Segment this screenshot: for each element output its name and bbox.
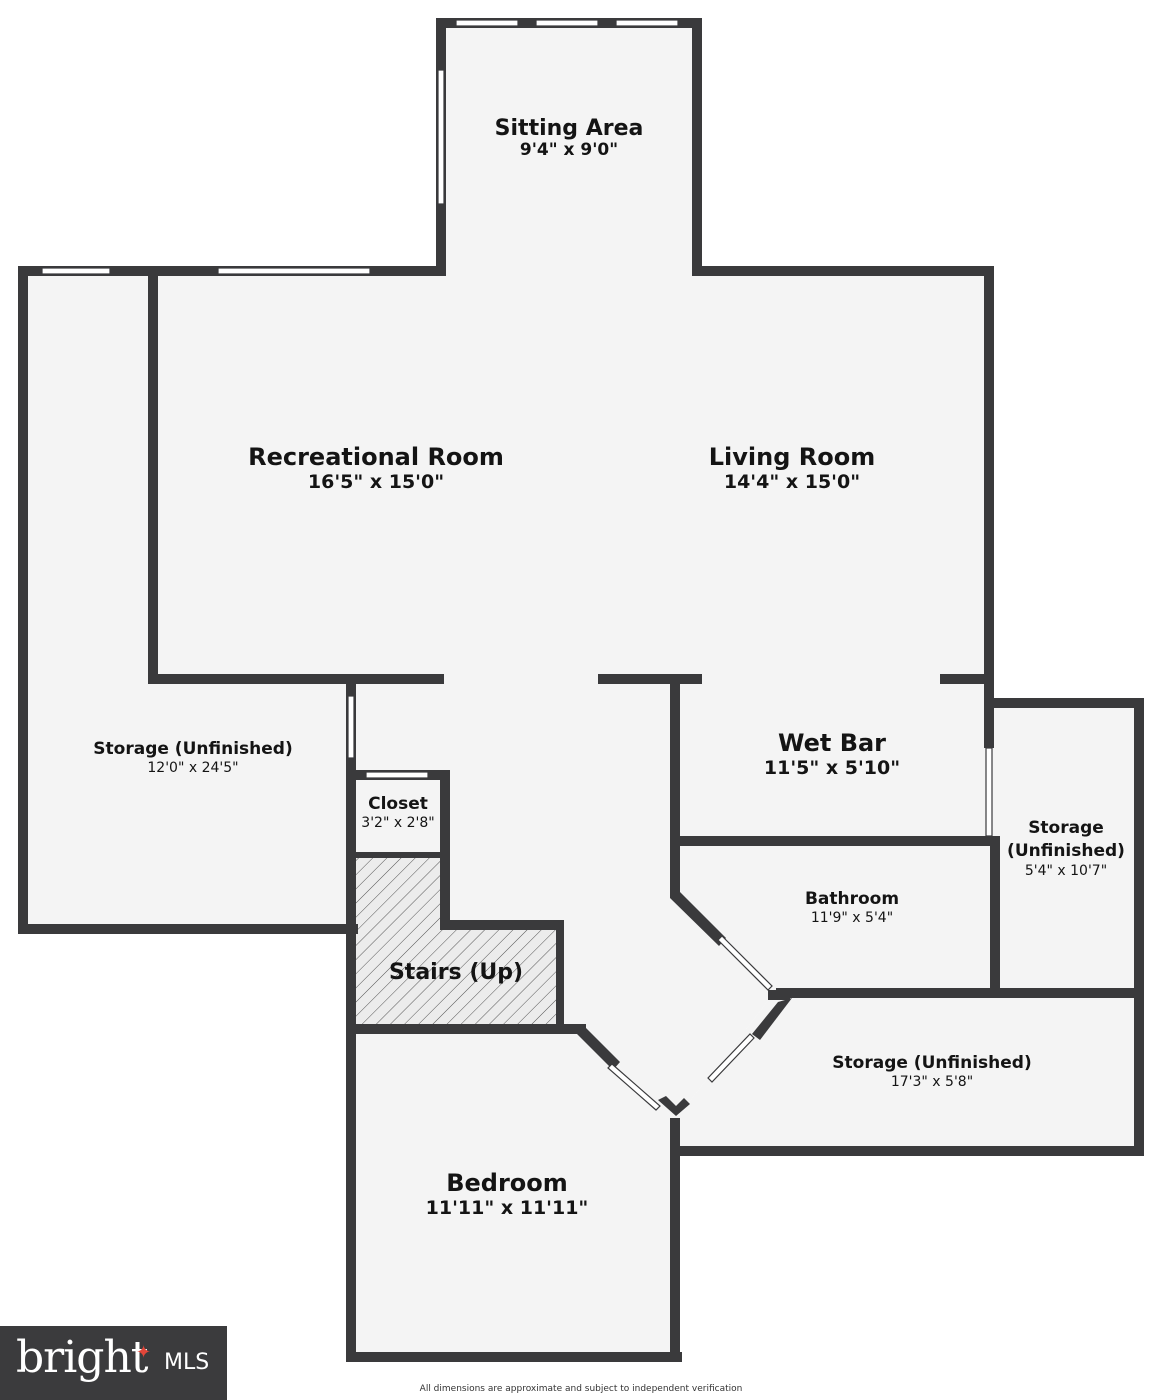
room-sitting-area: Sitting Area 9'4" x 9'0"	[495, 116, 644, 161]
room-dimensions: 11'5" x 5'10"	[763, 756, 901, 779]
room-name: Recreational Room	[248, 443, 504, 471]
disclaimer-text: All dimensions are approximate and subje…	[419, 1384, 743, 1394]
room-dimensions: 11'11" x 11'11"	[425, 1196, 589, 1219]
room-closet: Closet 3'2" x 2'8"	[361, 794, 435, 831]
room-wet-bar: Wet Bar 11'5" x 5'10"	[763, 729, 901, 779]
room-name: Bedroom	[446, 1169, 568, 1197]
room-name: Wet Bar	[777, 729, 887, 757]
room-name: Living Room	[708, 443, 876, 471]
bright-mls-logo: bright ✦ MLS	[0, 1326, 227, 1400]
room-name: Storage (Unfinished)	[93, 739, 293, 759]
room-storage-left: Storage (Unfinished) 12'0" x 24'5"	[93, 739, 293, 776]
room-dimensions: 14'4" x 15'0"	[723, 470, 861, 493]
room-name: Storage (Unfinished)	[1007, 818, 1125, 861]
room-dimensions: 11'9" x 5'4"	[810, 909, 894, 926]
room-name: Storage (Unfinished)	[832, 1053, 1032, 1073]
room-name: Closet	[368, 794, 428, 814]
room-name: Stairs (Up)	[388, 960, 524, 985]
room-bedroom: Bedroom 11'11" x 11'11"	[425, 1169, 589, 1219]
room-name: Bathroom	[804, 889, 900, 909]
logo-word: bright	[16, 1332, 148, 1383]
room-stairs: Stairs (Up)	[389, 960, 523, 985]
room-dimensions: 12'0" x 24'5"	[147, 759, 239, 776]
room-bathroom: Bathroom 11'9" x 5'4"	[804, 889, 900, 926]
room-recreational-room: Recreational Room 16'5" x 15'0"	[248, 443, 504, 493]
room-living-room: Living Room 14'4" x 15'0"	[708, 443, 876, 493]
logo-suffix: MLS	[164, 1350, 210, 1375]
windows	[41, 19, 993, 1111]
room-dimensions: 3'2" x 2'8"	[361, 814, 435, 831]
room-dimensions: 16'5" x 15'0"	[307, 470, 445, 493]
room-dimensions: 5'4" x 10'7"	[1024, 862, 1108, 879]
logo-star-icon: ✦	[136, 1342, 152, 1363]
floor-fills	[22, 22, 1139, 1358]
room-storage-right: Storage (Unfinished) 5'4" x 10'7"	[1007, 817, 1125, 879]
room-storage-bottom: Storage (Unfinished) 17'3" x 5'8"	[832, 1053, 1032, 1090]
room-dimensions: 9'4" x 9'0"	[519, 140, 619, 161]
room-dimensions: 17'3" x 5'8"	[890, 1073, 974, 1090]
room-name: Sitting Area	[494, 116, 644, 141]
stairs-hatch	[352, 855, 563, 1028]
